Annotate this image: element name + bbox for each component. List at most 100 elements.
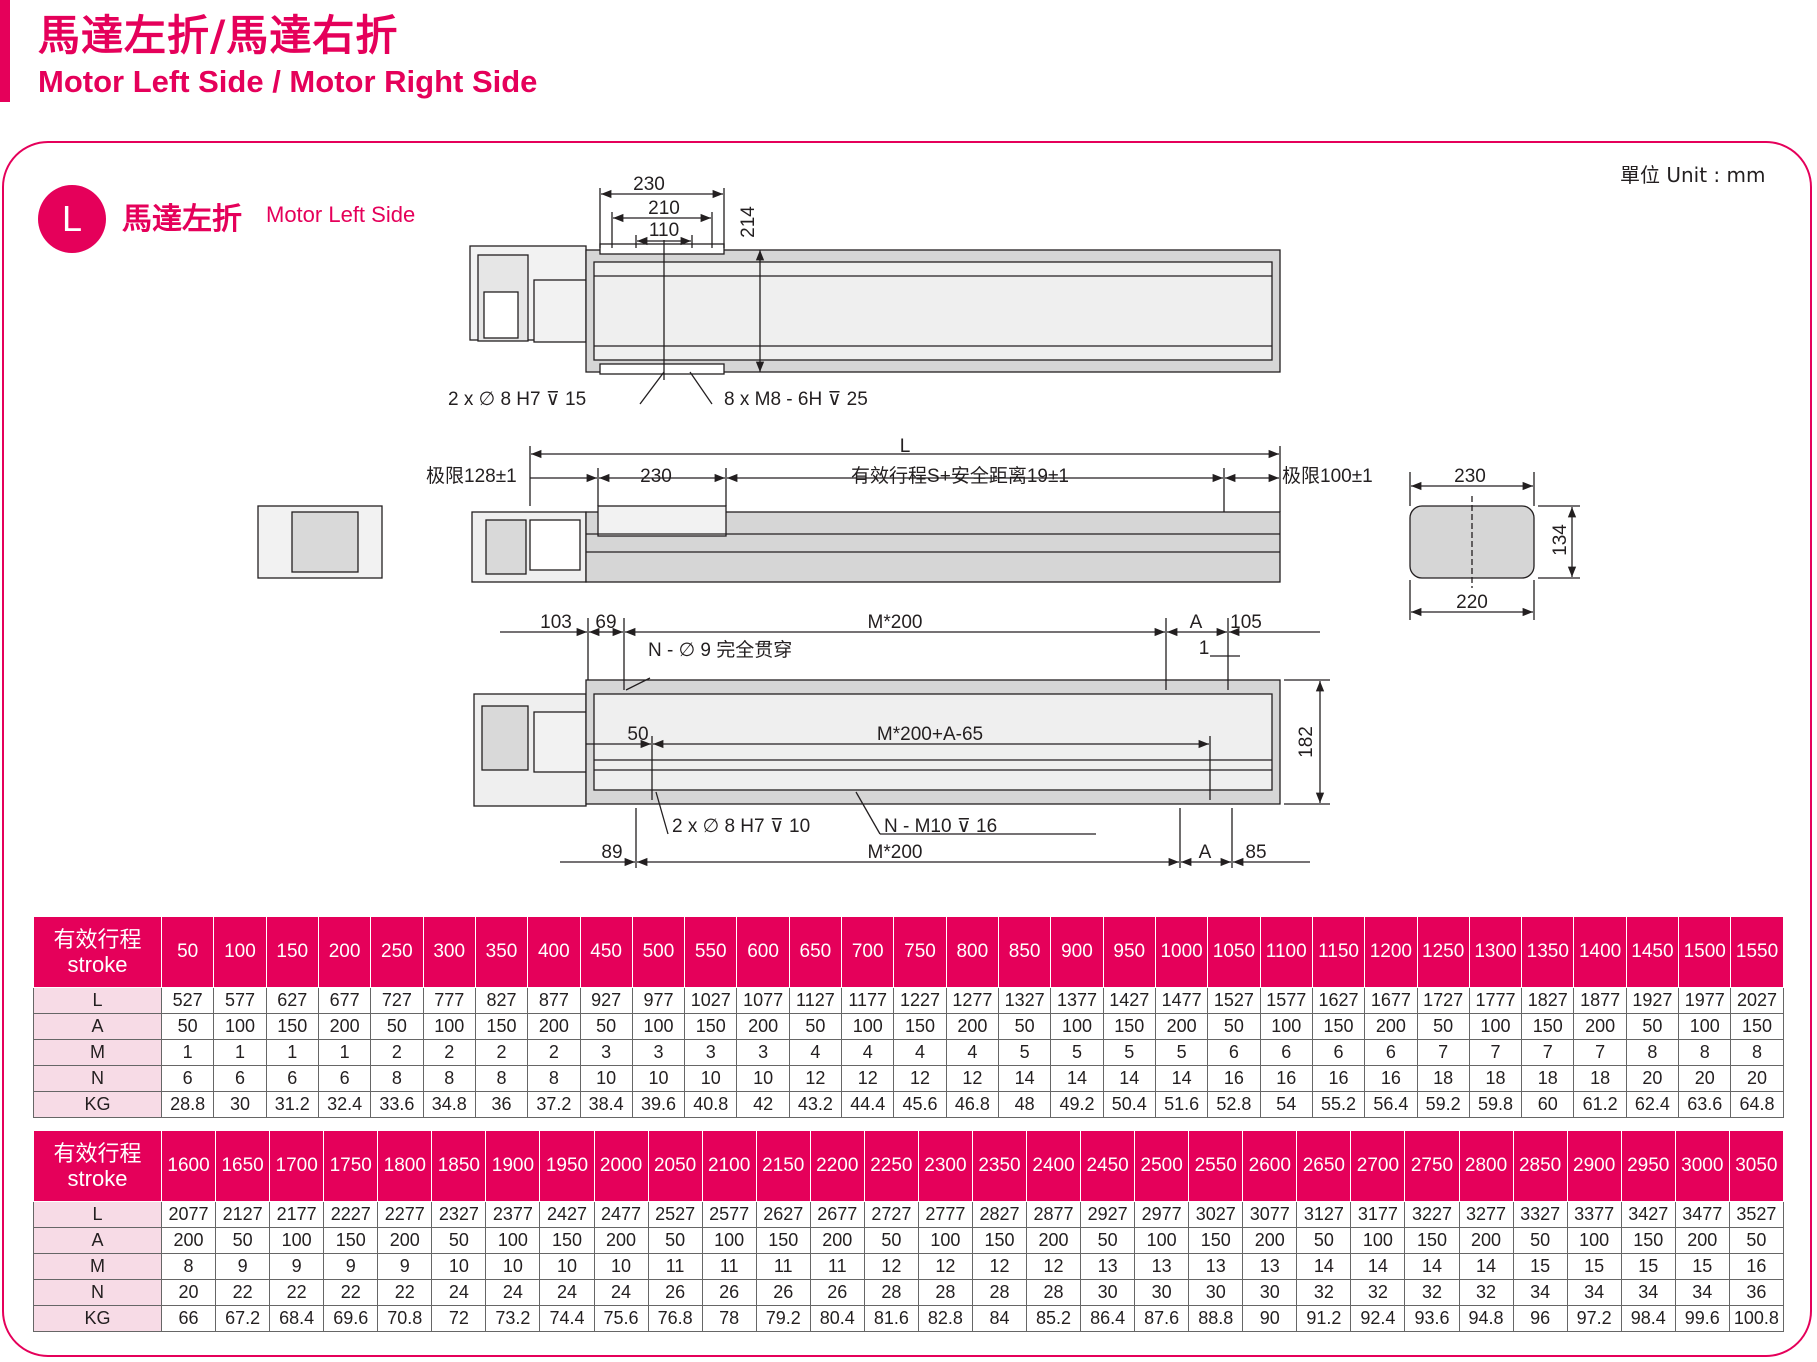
table-cell: 6 bbox=[1311, 1039, 1366, 1066]
table-cell: 2777 bbox=[917, 1201, 973, 1228]
dim-bottom-89: 89 bbox=[601, 842, 622, 863]
table-cell: 150 bbox=[1730, 1013, 1784, 1040]
stroke-value: 600 bbox=[736, 916, 790, 988]
table-cell: 2927 bbox=[1080, 1201, 1136, 1228]
table-cell: 100 bbox=[1259, 1013, 1313, 1040]
table-cell: 100 bbox=[917, 1227, 973, 1254]
table-cell: 85.2 bbox=[1025, 1305, 1082, 1332]
table-cell: 84 bbox=[971, 1305, 1028, 1332]
stroke-value: 2800 bbox=[1458, 1130, 1514, 1202]
table-cell: 1627 bbox=[1311, 987, 1366, 1014]
table-cell: 24 bbox=[539, 1279, 595, 1306]
table-cell: 66 bbox=[160, 1305, 217, 1332]
stroke-value: 950 bbox=[1102, 916, 1156, 988]
stroke-value: 2300 bbox=[917, 1130, 973, 1202]
table-cell: 28 bbox=[863, 1279, 919, 1306]
table-cell: 62.4 bbox=[1625, 1091, 1680, 1118]
table-cell: 8 bbox=[422, 1065, 476, 1092]
table-cell: 1377 bbox=[1050, 987, 1104, 1014]
table-cell: 627 bbox=[265, 987, 319, 1014]
table-cell: 30 bbox=[1188, 1279, 1244, 1306]
stroke-value: 2100 bbox=[701, 1130, 757, 1202]
table-cell: 5 bbox=[1102, 1039, 1156, 1066]
page-title-zh: 馬達左折/馬達右折 bbox=[38, 11, 399, 60]
stroke-value: 1200 bbox=[1364, 916, 1418, 988]
stroke-value: 50 bbox=[160, 916, 215, 988]
table-cell: 6 bbox=[1207, 1039, 1261, 1066]
stroke-value: 2600 bbox=[1242, 1130, 1298, 1202]
table-cell: 50.4 bbox=[1102, 1091, 1156, 1118]
stroke-value: 2200 bbox=[809, 1130, 865, 1202]
dim-bottom-182: 182 bbox=[1296, 726, 1317, 758]
table-cell: 50 bbox=[160, 1013, 215, 1040]
stroke-value: 1450 bbox=[1625, 916, 1680, 988]
table-cell: 12 bbox=[971, 1253, 1028, 1280]
table-cell: 11 bbox=[809, 1253, 865, 1280]
table-cell: 150 bbox=[265, 1013, 319, 1040]
table-cell: 36 bbox=[1728, 1279, 1784, 1306]
table-cell: 3227 bbox=[1404, 1201, 1460, 1228]
table-cell: 61.2 bbox=[1573, 1091, 1627, 1118]
table-cell: 12 bbox=[841, 1065, 895, 1092]
dim-top-214: 214 bbox=[738, 206, 759, 238]
table-cell: 7 bbox=[1521, 1039, 1575, 1066]
table-cell: 200 bbox=[593, 1227, 649, 1254]
table-cell: 200 bbox=[945, 1013, 1000, 1040]
stroke-value: 2650 bbox=[1296, 1130, 1352, 1202]
table-cell: 26 bbox=[647, 1279, 703, 1306]
table-cell: 1827 bbox=[1521, 987, 1575, 1014]
stroke-value: 2550 bbox=[1188, 1130, 1244, 1202]
table-cell: 87.6 bbox=[1134, 1305, 1190, 1332]
table-cell: 5 bbox=[997, 1039, 1052, 1066]
stroke-value: 850 bbox=[997, 916, 1052, 988]
table-cell: 4 bbox=[788, 1039, 843, 1066]
table-cell: 1927 bbox=[1625, 987, 1680, 1014]
table-cell: 2727 bbox=[863, 1201, 919, 1228]
table-cell: 150 bbox=[474, 1013, 529, 1040]
table-cell: 2 bbox=[527, 1039, 581, 1066]
table-cell: 7 bbox=[1573, 1039, 1627, 1066]
table-cell: 2627 bbox=[755, 1201, 811, 1228]
table-cell: 14 bbox=[1404, 1253, 1460, 1280]
stroke-value: 1000 bbox=[1154, 916, 1209, 988]
table-cell: 2277 bbox=[377, 1201, 433, 1228]
table-cell: 777 bbox=[422, 987, 476, 1014]
table-cell: 100 bbox=[1050, 1013, 1104, 1040]
note-top-pin: 2 x ∅ 8 H7 ⊽ 15 bbox=[448, 389, 586, 410]
dim-bottom-m200-top: M*200 bbox=[868, 612, 923, 633]
table-cell: 13 bbox=[1242, 1253, 1298, 1280]
note-bottom-screw: N - M10 ⊽ 16 bbox=[884, 816, 997, 837]
table-cell: 200 bbox=[809, 1227, 865, 1254]
row-label: KG bbox=[33, 1305, 162, 1332]
table-cell: 11 bbox=[755, 1253, 811, 1280]
table-cell: 50 bbox=[370, 1013, 424, 1040]
stroke-value: 400 bbox=[527, 916, 581, 988]
table-cell: 3077 bbox=[1242, 1201, 1298, 1228]
table-cell: 1327 bbox=[997, 987, 1052, 1014]
table-cell: 10 bbox=[539, 1253, 595, 1280]
table-cell: 2 bbox=[474, 1039, 529, 1066]
stroke-value: 1250 bbox=[1416, 916, 1470, 988]
table-cell: 42 bbox=[736, 1091, 790, 1118]
table-cell: 16 bbox=[1207, 1065, 1261, 1092]
table-cell: 1427 bbox=[1102, 987, 1156, 1014]
table-cell: 50 bbox=[863, 1227, 919, 1254]
table-cell: 38.4 bbox=[579, 1091, 633, 1118]
table-cell: 50 bbox=[579, 1013, 633, 1040]
table-cell: 3 bbox=[684, 1039, 738, 1066]
table-cell: 200 bbox=[736, 1013, 790, 1040]
table-cell: 10 bbox=[431, 1253, 487, 1280]
table-cell: 16 bbox=[1728, 1253, 1784, 1280]
dim-end-230: 230 bbox=[1454, 466, 1486, 487]
row-label: A bbox=[33, 1227, 162, 1254]
table-cell: 100 bbox=[422, 1013, 476, 1040]
stroke-value: 2350 bbox=[971, 1130, 1028, 1202]
table-cell: 16 bbox=[1311, 1065, 1366, 1092]
stroke-value: 1650 bbox=[215, 1130, 271, 1202]
table-cell: 32 bbox=[1350, 1279, 1406, 1306]
table-cell: 50 bbox=[215, 1227, 271, 1254]
table-cell: 150 bbox=[1404, 1227, 1460, 1254]
table-cell: 3 bbox=[579, 1039, 633, 1066]
